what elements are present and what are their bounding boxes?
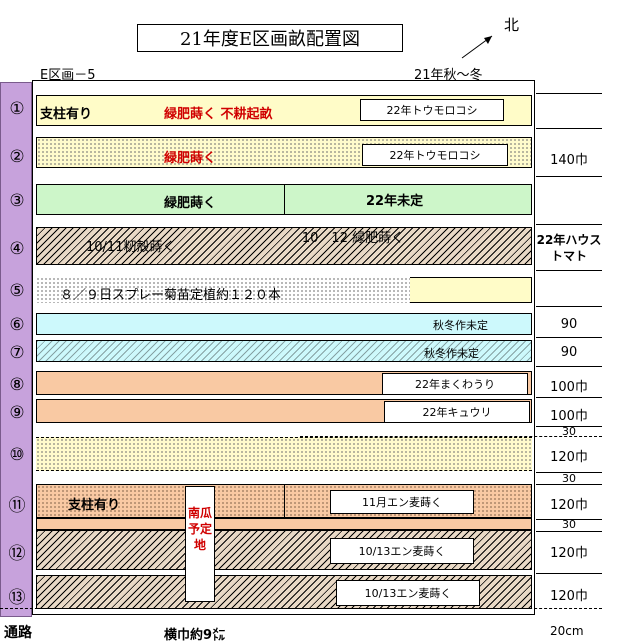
- crop-box: 10/13エン麦蒔く: [336, 580, 480, 606]
- row-number: ⑩: [9, 445, 25, 465]
- north-label: 北: [504, 16, 520, 34]
- row-number: ⑥: [9, 315, 25, 335]
- bed-width-label: 90: [560, 345, 578, 360]
- bed-row-10: [36, 437, 532, 471]
- right-divider: [536, 128, 602, 129]
- bed-width-label: 140巾: [550, 153, 588, 168]
- season-label: 21年秋～冬: [414, 68, 483, 83]
- path-band: [36, 518, 532, 530]
- right-divider: [536, 93, 602, 94]
- right-divider: [536, 531, 602, 532]
- right-divider: [536, 176, 602, 177]
- row-number: ②: [9, 147, 25, 167]
- bed-note: 10/11籾殻蒔く: [86, 240, 176, 255]
- row-number-column: ① ② ③ ④ ⑤ ⑥ ⑦ ⑧ ⑨ ⑩ ⑪ ⑫ ⑬: [0, 82, 32, 617]
- right-divider: [536, 224, 602, 225]
- right-divider: [536, 397, 602, 398]
- crop-box: 11月エン麦蒔く: [330, 490, 474, 514]
- bed-note: 秋冬作未定: [433, 319, 488, 332]
- section-label: E区画－5: [40, 68, 96, 83]
- right-divider: [536, 426, 602, 427]
- row-number: ⑬: [8, 588, 26, 608]
- squash-planned-area: 南瓜予定地: [185, 486, 215, 602]
- bed-row-6: [36, 313, 532, 335]
- row-number: ⑤: [9, 281, 25, 301]
- bed-note: 支柱有り: [68, 498, 121, 513]
- crop-box: 10/13エン麦蒔く: [330, 538, 474, 564]
- bed-note: 10／12 緑肥蒔く: [301, 231, 405, 246]
- bed-row-7: [36, 340, 532, 362]
- bed-width-label: 120巾: [550, 498, 588, 513]
- right-divider: [536, 306, 602, 307]
- path-label: 通路: [4, 625, 32, 641]
- right-divider: [536, 366, 602, 367]
- row-number: ⑫: [8, 544, 26, 564]
- bed-width-label: 100巾: [550, 380, 588, 395]
- bed-width-label: 120巾: [550, 546, 588, 561]
- bed-width-label: 90: [560, 317, 578, 332]
- bed-width-label: 120巾: [550, 450, 588, 465]
- bed-note: 緑肥蒔く 不耕起畝: [164, 107, 273, 122]
- bed-width-label: 120巾: [550, 589, 588, 604]
- spacing-label: 30: [562, 518, 576, 531]
- row-number: ④: [9, 239, 25, 259]
- right-divider: [536, 573, 602, 574]
- bed-note: 緑肥蒔く: [164, 196, 217, 211]
- bed-note: 秋冬作未定: [424, 347, 479, 360]
- bed-divider: [284, 184, 285, 215]
- width-label: 横巾約9㍍: [164, 628, 226, 643]
- row-number: ⑧: [9, 375, 25, 395]
- right-divider: [536, 337, 602, 338]
- bed-note: 22年未定: [366, 194, 424, 209]
- right-divider: [536, 484, 602, 485]
- row-number: ①: [9, 99, 25, 119]
- scale-label: 20cm: [550, 624, 584, 638]
- crop-box: 22年トウモロコシ: [362, 144, 508, 166]
- right-divider: [536, 270, 602, 271]
- bed-note: 支柱有り: [40, 107, 93, 122]
- crop-box: 22年キュウリ: [384, 401, 530, 423]
- row-number: ⑪: [8, 496, 26, 516]
- spacing-label: 30: [562, 472, 576, 485]
- dashed-line: [300, 436, 602, 437]
- north-arrow-icon: [461, 35, 493, 59]
- bed-row-4: [36, 227, 532, 265]
- bed-divider: [284, 484, 285, 518]
- crop-box: 22年まくわうり: [382, 373, 528, 395]
- right-divider: [536, 519, 602, 520]
- crop-box: 22年トウモロコシ: [360, 99, 504, 121]
- dashed-line: [0, 608, 602, 609]
- row-number: ⑨: [9, 403, 25, 423]
- row-number: ③: [9, 191, 25, 211]
- field-plot: [32, 80, 535, 615]
- diagram-title: 21年度E区画畝配置図: [137, 24, 403, 52]
- bed-note: ８／９日スプレー菊苗定植約１２０本: [60, 288, 282, 303]
- right-divider: [536, 472, 602, 473]
- spacing-label: 30: [562, 425, 576, 438]
- planted-area: [36, 277, 410, 303]
- row-number: ⑦: [9, 343, 25, 363]
- bed-note: 緑肥蒔く: [164, 151, 217, 166]
- bed-width-label: 100巾: [550, 409, 588, 424]
- bed-width-label: 22年ハウストマト: [536, 233, 602, 263]
